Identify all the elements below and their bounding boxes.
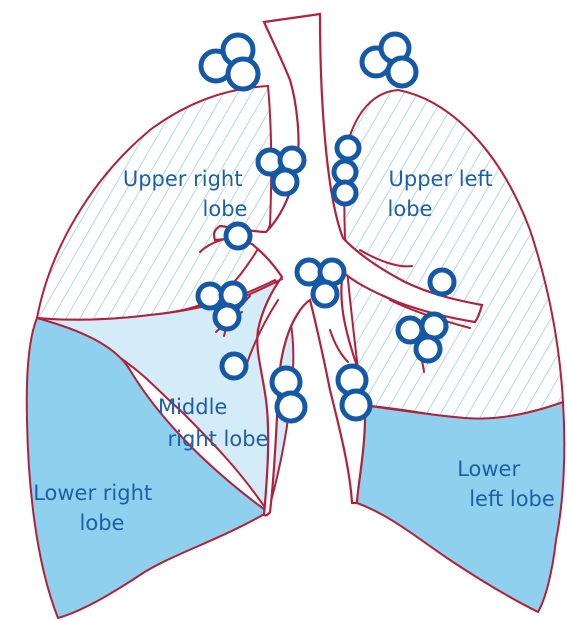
lymph-node [342,391,370,419]
lymph-node [416,337,440,361]
lower-left-lobe-label-line-2: left lobe [469,487,555,511]
lymph-node [198,284,222,308]
lymph-node [422,314,446,338]
lymph-node [297,260,321,284]
lymph-node [313,282,337,306]
upper-left-lobe-label-line-2: lobe [388,197,433,221]
lower-left-lobe-label-line-1: Lower [457,457,520,481]
lymph-node [273,170,297,194]
lymph-node [388,58,416,86]
upper-left-lobe-label-line-1: Upper left [389,167,493,191]
lymph-node [337,137,359,159]
lymph-node [215,305,239,329]
lymph-node [228,59,258,89]
lower-right-lobe-label-line-1: Lower right [33,481,152,505]
middle-right-lobe-label-line-1: Middle [158,395,227,419]
lower-right-lobe-label-line-2: lobe [80,511,125,535]
lymph-node [226,224,250,248]
upper-right-lobe-label-line-1: Upper right [123,167,243,191]
upper-left-lobe [344,90,563,421]
middle-right-lobe-label-line-2: right lobe [168,427,269,451]
upper-right-lobe-label-line-2: lobe [203,197,248,221]
lymph-node [334,182,356,204]
lymph-node [277,393,305,421]
lymph-node [430,270,454,294]
lymph-node [222,354,246,378]
